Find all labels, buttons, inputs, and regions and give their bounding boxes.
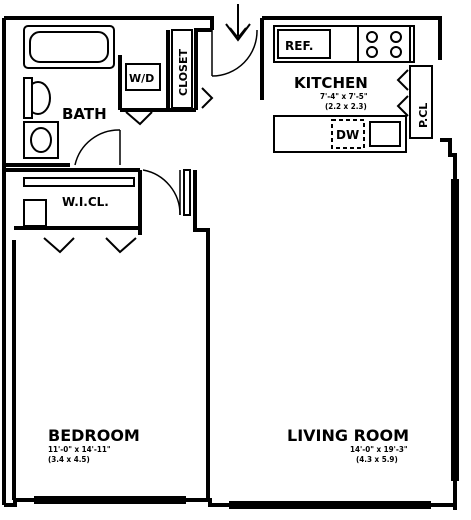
pantry-closet-label: P.CL <box>417 103 430 128</box>
closet-chevron <box>201 87 214 109</box>
pantry-chevron-1 <box>396 69 409 91</box>
burner-4 <box>390 46 402 58</box>
closet-label: CLOSET <box>177 49 190 96</box>
wic-side-shelf <box>23 199 47 227</box>
closet-box <box>171 29 193 109</box>
bath-name: BATH <box>62 105 107 123</box>
refrigerator-label: REF. <box>285 39 313 53</box>
toilet-tank <box>23 77 33 119</box>
right-window <box>451 179 459 481</box>
pantry-chevron-2 <box>396 95 409 117</box>
dishwasher-label: DW <box>336 128 359 142</box>
kitchen-name: KITCHEN <box>294 74 368 92</box>
bath-door-arc <box>74 129 121 166</box>
wic-chevron-left <box>43 237 75 254</box>
bedroom-door[interactable] <box>142 169 181 216</box>
counter-sink <box>369 121 401 147</box>
kitchen-dims-metric: (2.2 x 2.3) <box>325 102 367 111</box>
burner-3 <box>366 46 378 58</box>
wall-kitchen-top <box>262 16 442 60</box>
closet-door[interactable] <box>211 29 258 77</box>
living-room-dims-imperial: 14'-0" x 19'-3" <box>350 445 408 454</box>
windows <box>34 179 459 509</box>
wic-label: W.I.CL. <box>62 195 109 209</box>
wall-bottom-bedroom <box>4 498 205 507</box>
refrigerator <box>277 29 331 59</box>
bedroom-dims-imperial: 11'-0" x 14'-11" <box>48 445 111 454</box>
wall-right <box>440 138 457 510</box>
stove <box>357 25 411 63</box>
pantry-closet-box <box>409 65 433 139</box>
bedroom-name: BEDROOM <box>48 426 140 445</box>
wd-box <box>125 63 161 91</box>
closet-door-arc <box>211 29 258 77</box>
kitchen-counter-top <box>273 25 415 63</box>
bathtub <box>23 25 115 69</box>
bedroom-dims-metric: (3.4 x 4.5) <box>48 455 90 464</box>
wall-closet-right <box>194 28 212 110</box>
wall-bath-top <box>4 16 214 30</box>
bedroom-window <box>34 496 186 504</box>
wall-bed-living <box>193 170 210 500</box>
wd-label: W/D <box>129 72 154 85</box>
bath-chevron <box>125 111 153 126</box>
door-jamb <box>183 169 191 216</box>
bedroom-door-arc <box>142 169 181 216</box>
living-room-dims-metric: (4.3 x 5.9) <box>356 455 398 464</box>
bath-door[interactable] <box>74 129 121 166</box>
entry-arrow-icon <box>225 4 251 42</box>
sink-basin <box>30 127 52 153</box>
dishwasher-box <box>331 119 365 149</box>
wic-shelf <box>23 177 135 187</box>
burner-1 <box>366 31 378 43</box>
living-window <box>229 501 431 509</box>
living-room-name: LIVING ROOM <box>287 426 409 445</box>
wic-chevron-right <box>105 237 137 254</box>
interior-walls <box>4 18 264 500</box>
bathtub-basin <box>29 31 109 63</box>
bath-fixtures <box>23 25 115 159</box>
kitchen-dims-imperial: 7'-4" x 7'-5" <box>320 92 368 101</box>
burner-2 <box>390 31 402 43</box>
